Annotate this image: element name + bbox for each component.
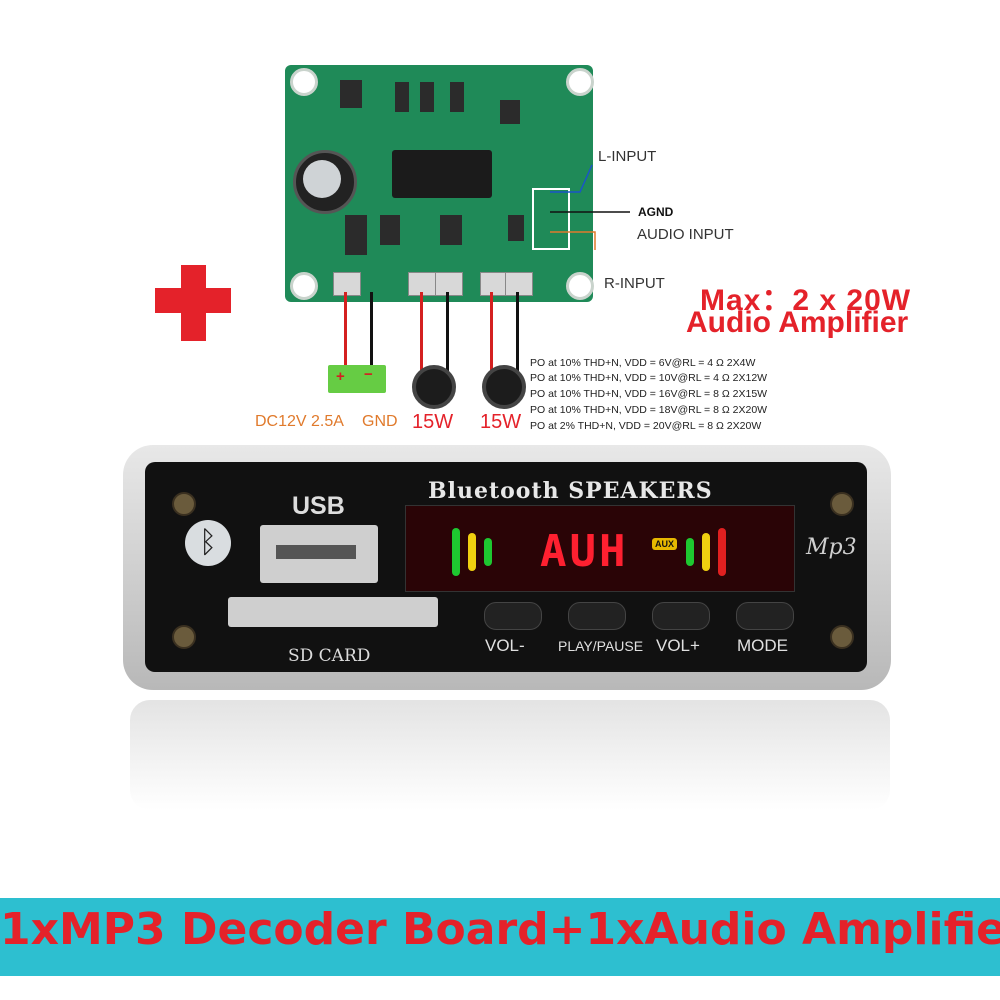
vol-down-label: VOL- bbox=[485, 636, 525, 655]
smd-component bbox=[500, 100, 520, 124]
pcb-terminal bbox=[435, 272, 463, 296]
vol-up-button[interactable] bbox=[652, 602, 710, 630]
power-label: DC12V 2.5A bbox=[255, 413, 344, 430]
audio-input-label: AUDIO INPUT bbox=[637, 226, 734, 243]
smd-component bbox=[450, 82, 464, 112]
minus-terminal-label: − bbox=[364, 366, 373, 383]
audio-amplifier-heading: Audio Amplifier bbox=[686, 306, 909, 339]
black-wire bbox=[370, 292, 373, 367]
max-power-heading: Max：2 x 20W bbox=[700, 284, 912, 317]
screw bbox=[172, 492, 196, 516]
spec-line: PO at 10% THD+N, VDD = 18V@RL = 8 Ω 2X20… bbox=[530, 404, 768, 416]
play-pause-label: PLAY/PAUSE bbox=[558, 638, 644, 654]
speaker-jack-left bbox=[412, 365, 456, 409]
screw bbox=[172, 625, 196, 649]
plus-sign-horizontal bbox=[155, 288, 231, 313]
pcb-terminal bbox=[480, 272, 508, 296]
level-bar bbox=[702, 533, 710, 571]
red-wire bbox=[344, 292, 347, 367]
spec-line: PO at 10% THD+N, VDD = 6V@RL = 4 Ω 2X4W bbox=[530, 357, 756, 369]
speaker-right-label: 15W bbox=[480, 411, 522, 433]
agnd-label: AGND bbox=[638, 205, 674, 219]
input-header bbox=[532, 188, 570, 250]
mp3-logo: Mp3 bbox=[806, 535, 857, 560]
level-bar bbox=[718, 528, 726, 576]
plus-terminal-label: + bbox=[336, 368, 345, 385]
smd-component bbox=[380, 215, 400, 245]
pcb-terminal bbox=[333, 272, 361, 296]
bottom-banner bbox=[0, 898, 1000, 976]
banner-text: 1xMP3 Decoder Board+1xAudio Amplifier bbox=[0, 904, 1000, 955]
aux-badge: AUX bbox=[652, 538, 678, 550]
speaker-left-label: 15W bbox=[412, 411, 454, 433]
capacitor-top bbox=[303, 160, 341, 198]
smd-component bbox=[420, 82, 434, 112]
mount-hole bbox=[290, 272, 318, 300]
pcb-terminal bbox=[505, 272, 533, 296]
usb-label: USB bbox=[292, 492, 345, 520]
black-wire bbox=[516, 292, 519, 372]
amplifier-chip bbox=[392, 150, 492, 198]
vol-up-label: VOL+ bbox=[656, 636, 700, 655]
screw bbox=[830, 492, 854, 516]
mount-hole bbox=[290, 68, 318, 96]
smd-component bbox=[340, 80, 362, 108]
mode-label: MODE bbox=[737, 636, 788, 655]
sd-card-slot[interactable] bbox=[228, 597, 438, 627]
level-bar bbox=[484, 538, 492, 566]
red-wire bbox=[420, 292, 423, 372]
power-terminal bbox=[328, 365, 386, 393]
input-leader-lines bbox=[550, 164, 630, 250]
mount-hole bbox=[566, 68, 594, 96]
play-pause-button[interactable] bbox=[568, 602, 626, 630]
r-input-label: R-INPUT bbox=[604, 275, 665, 292]
level-bar bbox=[468, 533, 476, 571]
smd-component bbox=[395, 82, 409, 112]
spec-line: PO at 10% THD+N, VDD = 16V@RL = 8 Ω 2X15… bbox=[530, 388, 768, 400]
gnd-label: GND bbox=[362, 413, 398, 430]
smd-component bbox=[345, 215, 367, 255]
bluetooth-icon: ᛒ bbox=[185, 520, 231, 566]
bluetooth-speakers-title: Bluetooth SPEAKERS bbox=[428, 478, 713, 504]
screw bbox=[830, 625, 854, 649]
black-wire bbox=[446, 292, 449, 372]
red-wire bbox=[490, 292, 493, 372]
usb-port-inner bbox=[276, 545, 356, 559]
vol-down-button[interactable] bbox=[484, 602, 542, 630]
level-bar bbox=[452, 528, 460, 576]
spec-line: PO at 2% THD+N, VDD = 20V@RL = 8 Ω 2X20W bbox=[530, 420, 762, 432]
board-reflection bbox=[130, 700, 890, 810]
sd-card-label: SD CARD bbox=[288, 646, 371, 666]
level-bar bbox=[686, 538, 694, 566]
display-readout: AUH bbox=[540, 526, 629, 577]
smd-component bbox=[440, 215, 462, 245]
speaker-jack-right bbox=[482, 365, 526, 409]
mode-button[interactable] bbox=[736, 602, 794, 630]
smd-component bbox=[508, 215, 524, 241]
l-input-label: L-INPUT bbox=[598, 148, 657, 165]
mount-hole bbox=[566, 272, 594, 300]
spec-line: PO at 10% THD+N, VDD = 10V@RL = 4 Ω 2X12… bbox=[530, 372, 768, 384]
